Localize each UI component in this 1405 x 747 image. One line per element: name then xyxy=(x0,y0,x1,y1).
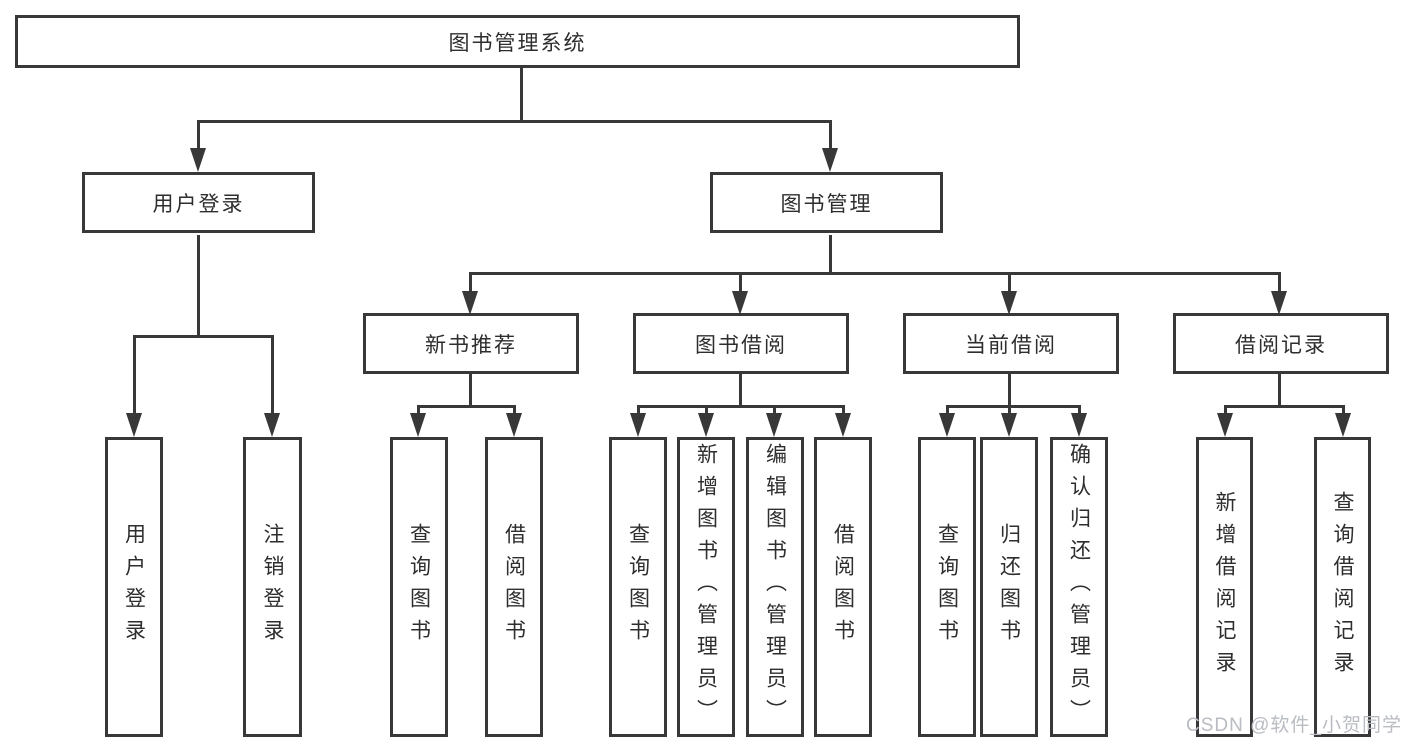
node-label: 图书借阅 xyxy=(695,333,787,357)
connector-segment xyxy=(1008,405,1011,417)
node-leaf-query-book-1: 查询图书 xyxy=(390,437,448,737)
node-label: 新书推荐 xyxy=(425,333,517,357)
arrow-down-icon xyxy=(732,291,748,315)
arrow-down-icon xyxy=(698,413,714,437)
connector-segment xyxy=(197,120,200,152)
node-label: 当前借阅 xyxy=(965,333,1057,357)
node-label: 用户登录 xyxy=(152,192,245,216)
arrow-down-icon xyxy=(506,413,522,437)
node-label: 归还图书 xyxy=(997,523,1021,651)
connector-segment xyxy=(197,235,200,338)
arrow-down-icon xyxy=(939,413,955,437)
connector-segment xyxy=(946,405,1081,408)
connector-segment xyxy=(1278,373,1281,408)
node-leaf-user-login: 用户登录 xyxy=(105,437,163,737)
arrow-down-icon xyxy=(1335,413,1351,437)
node-leaf-logout: 注销登录 xyxy=(243,437,302,737)
connector-segment xyxy=(842,405,845,417)
connector-segment xyxy=(829,235,832,275)
arrow-down-icon xyxy=(766,413,782,437)
connector-segment xyxy=(705,405,708,417)
node-label: 借阅图书 xyxy=(831,523,855,651)
connector-segment xyxy=(773,405,776,417)
arrow-down-icon xyxy=(1071,413,1087,437)
node-user-login: 用户登录 xyxy=(82,172,315,233)
node-leaf-query-book-3: 查询图书 xyxy=(918,437,976,737)
connector-segment xyxy=(469,373,472,408)
arrow-down-icon xyxy=(822,148,838,172)
node-book-borrow: 图书借阅 xyxy=(633,313,849,374)
connector-segment xyxy=(637,405,845,408)
arrow-down-icon xyxy=(190,148,206,172)
arrow-down-icon xyxy=(1217,413,1233,437)
connector-segment xyxy=(946,405,949,417)
node-leaf-edit-book: 编辑图书（管理员） xyxy=(746,437,804,737)
arrow-down-icon xyxy=(1001,291,1017,315)
node-leaf-add-book: 新增图书（管理员） xyxy=(677,437,735,737)
watermark: CSDN @软件_小贺同学 xyxy=(1186,710,1402,737)
connector-segment xyxy=(469,272,472,294)
connector-segment xyxy=(520,68,523,122)
arrow-down-icon xyxy=(835,413,851,437)
node-leaf-borrow-book-2: 借阅图书 xyxy=(814,437,872,737)
node-label: 图书管理 xyxy=(780,192,873,216)
node-current-borrow: 当前借阅 xyxy=(903,313,1119,374)
node-leaf-confirm-return: 确认归还（管理员） xyxy=(1050,437,1108,737)
node-leaf-return-book: 归还图书 xyxy=(980,437,1038,737)
connector-segment xyxy=(417,405,420,417)
node-leaf-query-book-2: 查询图书 xyxy=(609,437,667,737)
node-new-book-rec: 新书推荐 xyxy=(363,313,579,374)
connector-segment xyxy=(1224,405,1345,408)
arrow-down-icon xyxy=(264,413,280,437)
arrow-down-icon xyxy=(126,413,142,437)
node-label: 借阅图书 xyxy=(502,523,526,651)
node-leaf-add-borrow-record: 新增借阅记录 xyxy=(1196,437,1253,737)
watermark-text: CSDN @软件_小贺同学 xyxy=(1186,715,1402,736)
connector-segment xyxy=(1342,405,1345,417)
node-label: 查询图书 xyxy=(407,523,431,651)
arrow-down-icon xyxy=(1271,291,1287,315)
connector-segment xyxy=(1278,272,1281,294)
connector-segment xyxy=(739,373,742,408)
connector-segment xyxy=(1008,373,1011,408)
node-root: 图书管理系统 xyxy=(15,15,1020,68)
connector-segment xyxy=(417,405,516,408)
node-label: 新增图书（管理员） xyxy=(694,443,718,731)
node-label: 确认归还（管理员） xyxy=(1067,443,1091,731)
connector-segment xyxy=(1224,405,1227,417)
node-label: 用户登录 xyxy=(122,523,146,651)
connector-segment xyxy=(469,272,1281,275)
node-book-mgmt: 图书管理 xyxy=(710,172,943,233)
node-label: 查询借阅记录 xyxy=(1331,491,1354,683)
arrow-down-icon xyxy=(1001,413,1017,437)
arrow-down-icon xyxy=(462,291,478,315)
connector-segment xyxy=(271,335,274,415)
node-label: 新增借阅记录 xyxy=(1213,491,1236,683)
node-label: 注销登录 xyxy=(261,523,284,651)
node-label: 查询图书 xyxy=(626,523,650,651)
arrow-down-icon xyxy=(630,413,646,437)
connector-segment xyxy=(637,405,640,417)
node-label: 图书管理系统 xyxy=(448,31,587,55)
arrow-down-icon xyxy=(410,413,426,437)
connector-segment xyxy=(739,272,742,294)
node-leaf-borrow-book-1: 借阅图书 xyxy=(485,437,543,737)
node-borrow-records: 借阅记录 xyxy=(1173,313,1389,374)
connector-segment xyxy=(197,120,832,123)
node-label: 借阅记录 xyxy=(1235,333,1327,357)
node-leaf-query-borrow-record: 查询借阅记录 xyxy=(1314,437,1371,737)
connector-segment xyxy=(829,120,832,152)
node-label: 查询图书 xyxy=(935,523,959,651)
connector-segment xyxy=(133,335,136,415)
connector-segment xyxy=(513,405,516,417)
connector-segment xyxy=(1078,405,1081,417)
connector-segment xyxy=(133,335,274,338)
node-label: 编辑图书（管理员） xyxy=(763,443,787,731)
connector-segment xyxy=(1008,272,1011,294)
